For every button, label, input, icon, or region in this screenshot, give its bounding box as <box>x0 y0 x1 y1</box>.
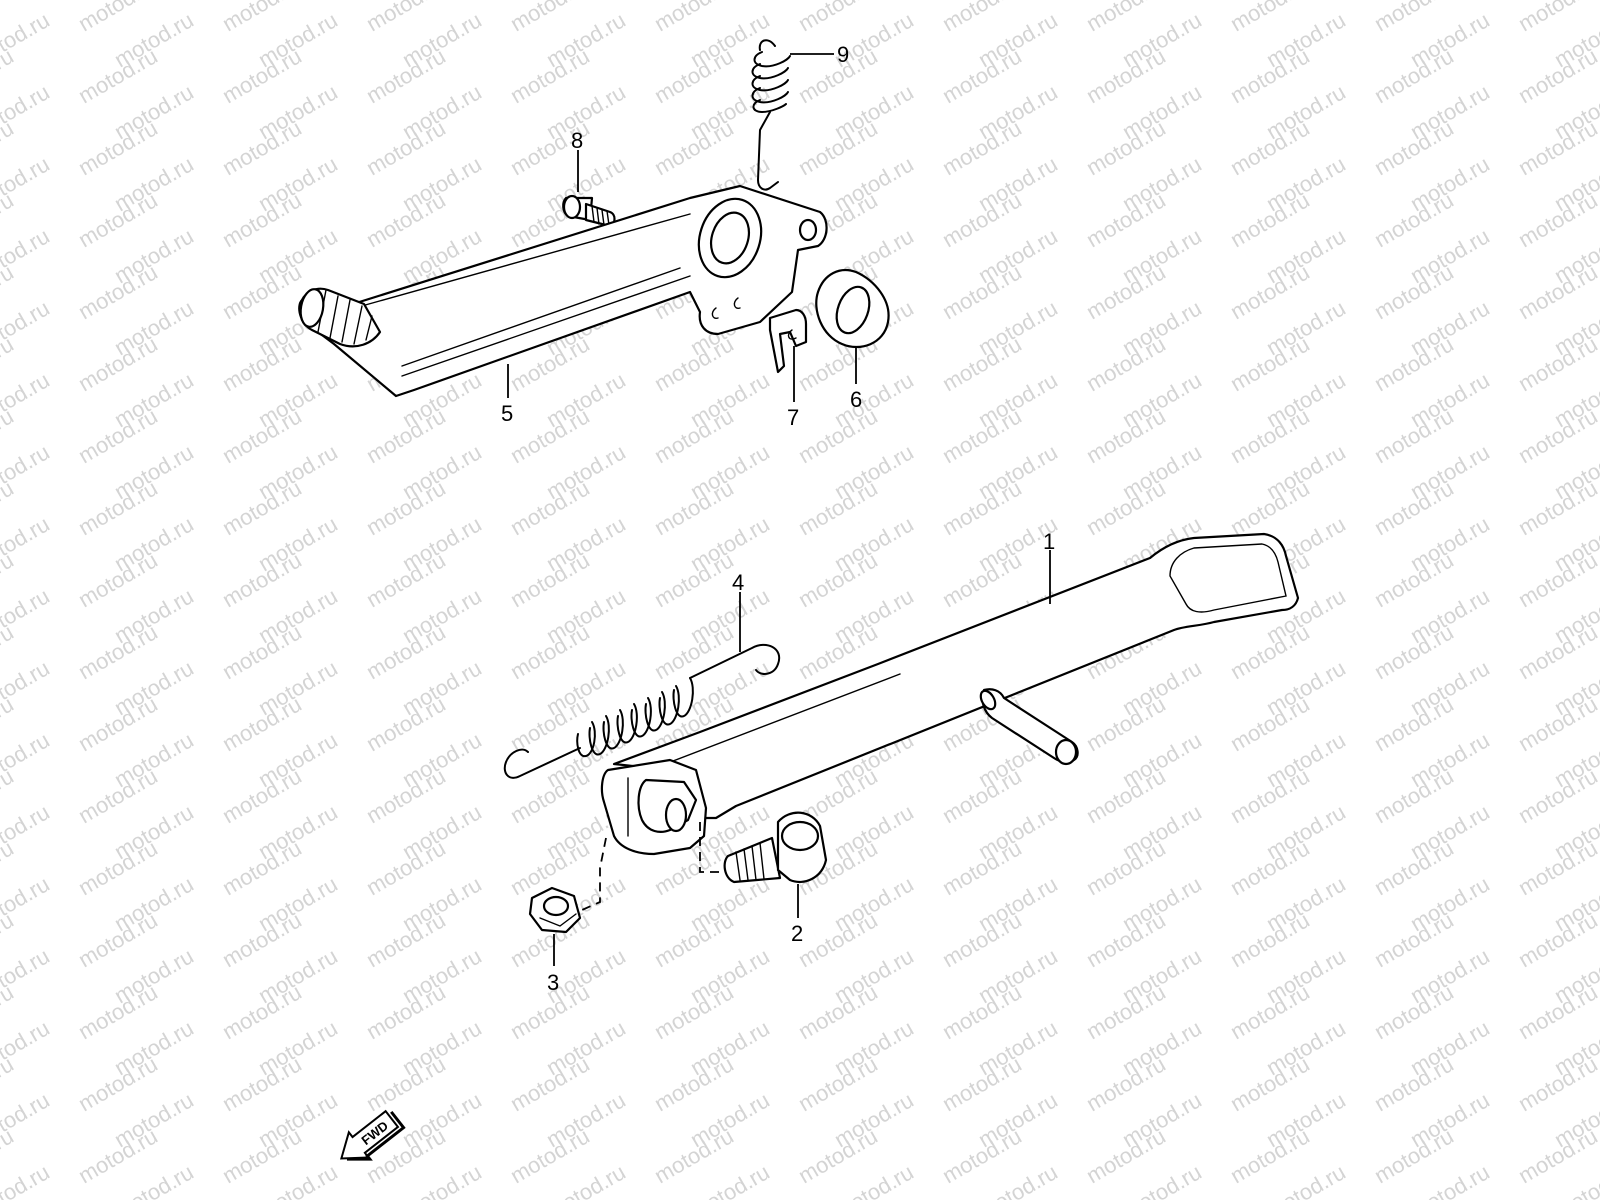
clip <box>768 308 808 374</box>
callout-4: 4 <box>732 570 744 595</box>
callout-5: 5 <box>501 401 513 426</box>
stand-bolt <box>723 811 828 884</box>
callout-6: 6 <box>850 387 862 412</box>
pedal-bolt <box>562 194 616 228</box>
callout-7: 7 <box>787 405 799 430</box>
callout-1: 1 <box>1043 529 1055 554</box>
fwd-direction-marker: FWD <box>340 1109 406 1161</box>
callout-labels: 9 8 5 7 6 4 1 2 3 <box>501 42 1055 995</box>
stand-nut <box>528 886 582 934</box>
callout-9: 9 <box>837 42 849 67</box>
side-stand <box>600 532 1300 856</box>
brake-pedal <box>298 184 828 398</box>
callout-2: 2 <box>791 921 803 946</box>
leader-lines <box>507 53 1051 966</box>
callout-8: 8 <box>571 128 583 153</box>
return-spring <box>751 39 791 191</box>
washer <box>815 268 890 349</box>
stand-spring <box>503 643 781 779</box>
callout-3: 3 <box>547 970 559 995</box>
